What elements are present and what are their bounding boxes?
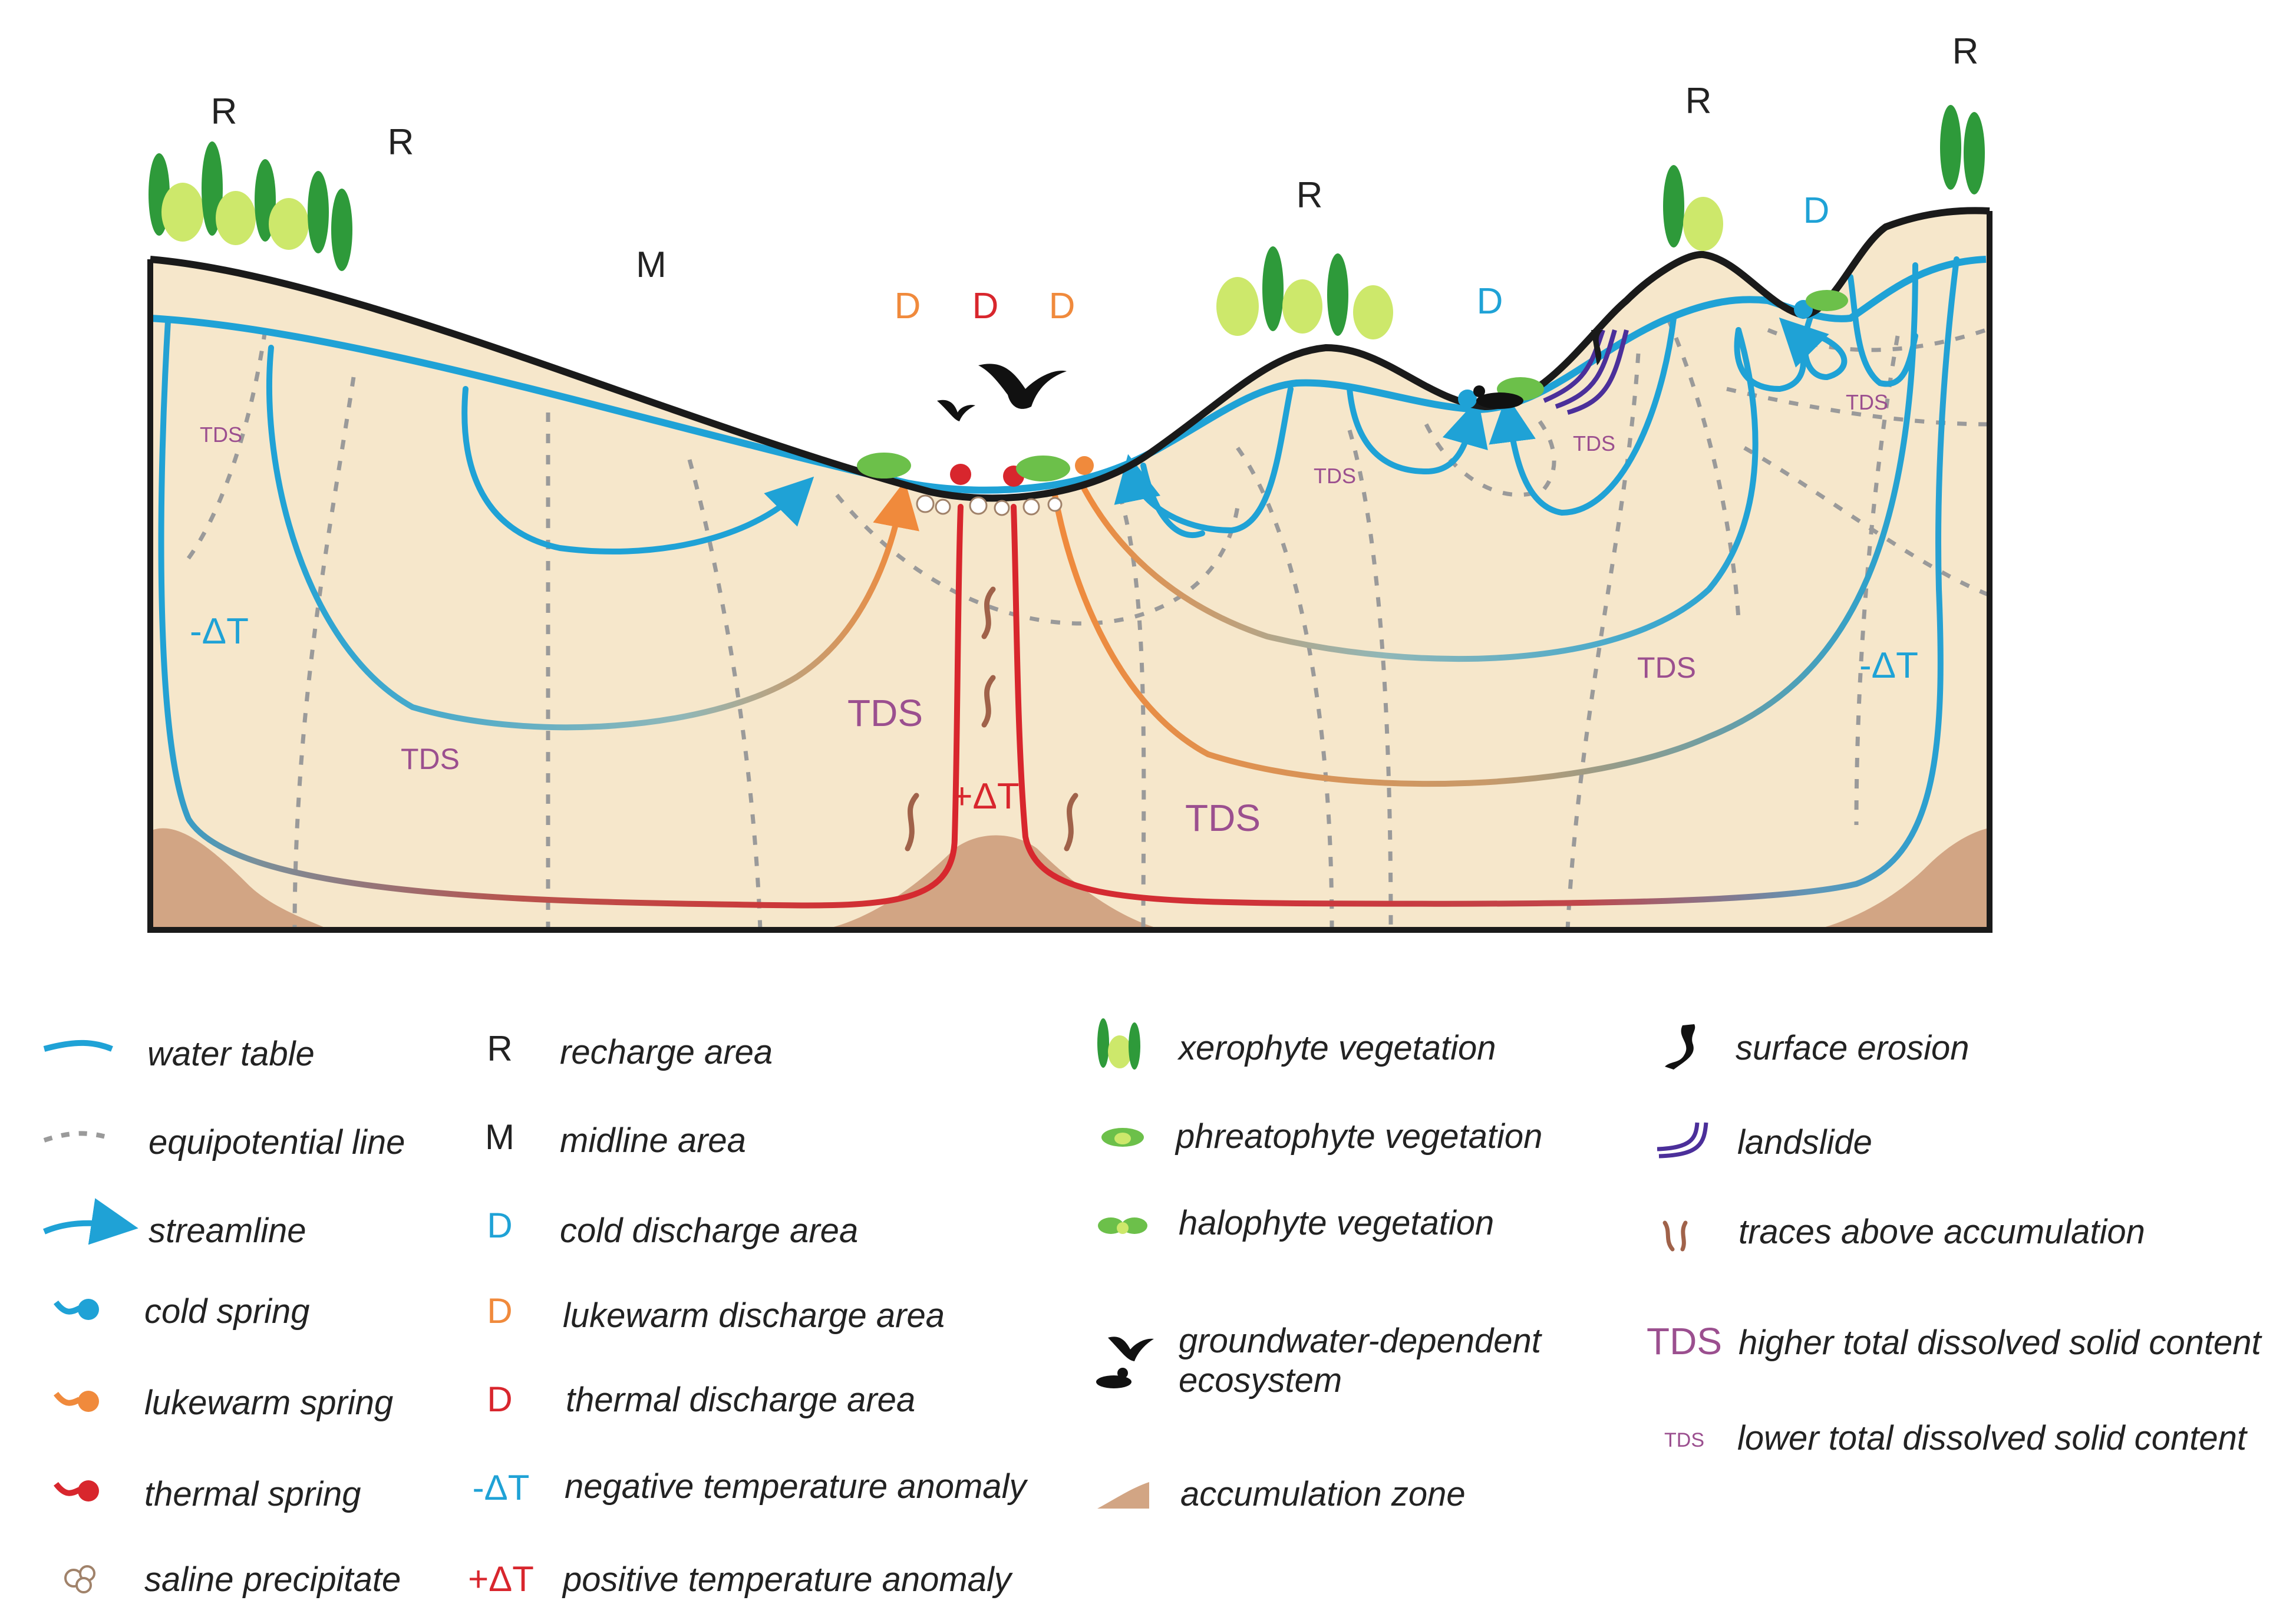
label-recharge-2: R [388,122,414,163]
legend-symbol-cold-discharge: D [487,1206,512,1245]
label-discharge-cold-1: D [1477,281,1503,322]
traces-above-accumulation [905,586,1078,852]
xerophyte-grove-left [149,141,352,271]
legend-label-phreatophyte: phreatophyte vegetation [1175,1117,1542,1156]
legend-label-recharge: recharge area [560,1033,773,1071]
thermal-spring-1 [950,464,971,485]
legend-label-gde: groundwater-dependent [1179,1322,1543,1360]
tds-small-4: TDS [1846,390,1888,414]
legend-label-accumulation: accumulation zone [1180,1475,1466,1513]
label-recharge-4: R [1685,81,1712,121]
saline-precipitate-icon [64,1565,95,1593]
gde-icon [1096,1336,1154,1388]
section-frame [147,211,1992,933]
tds-labels: TDS TDS TDS TDS TDS TDS TDS TDS [200,390,1888,839]
gde-bird [937,364,1067,421]
legend: water table equipotential line streamlin… [43,1018,2263,1599]
accumulation-zone-left [150,828,330,930]
accumulation-zone-center [822,835,1164,930]
legend-label-landslide: landslide [1737,1123,1872,1161]
label-discharge-lukewarm-2: D [1049,286,1076,326]
legend-symbol-pos-anomaly: +ΔT [468,1559,534,1599]
cross-section: R R M R R R D D D D D -ΔT -ΔT +ΔT TDS TD… [147,31,1992,933]
equipotential-line-icon [43,1131,113,1143]
cold-spring-icon [54,1299,99,1320]
legend-symbol-thermal-discharge: D [487,1380,512,1419]
tds-large-2: TDS [1185,797,1261,839]
landslide-feature [1543,329,1629,415]
legend-label-xerophyte: xerophyte vegetation [1177,1029,1496,1067]
legend-col3: xerophyte vegetation phreatophyte vegeta… [1096,1018,1543,1513]
lukewarm-spring-1 [1075,456,1094,475]
legend-label-pos-anomaly: positive temperature anomaly [562,1560,1013,1599]
legend-label-water-table: water table [147,1035,315,1073]
equipotential-lines [181,317,1991,930]
surface-erosion-feature [1591,330,1603,365]
legend-col1: water table equipotential line streamlin… [43,1035,405,1599]
traces-icon [1662,1220,1688,1252]
legend-label-gde-2: ecosystem [1179,1361,1342,1400]
legend-symbol-midline: M [485,1117,514,1157]
label-pos-anomaly: +ΔT [951,776,1020,817]
label-neg-anomaly-left: -ΔT [190,611,249,652]
halophyte-vegetation-icon [1098,1217,1147,1234]
accumulation-zone-icon [1097,1482,1149,1509]
legend-symbol-recharge: R [487,1029,512,1068]
legend-label-lukewarm-spring: lukewarm spring [144,1384,393,1422]
tds-small-1: TDS [200,423,242,447]
phreatophyte-vegetation-icon [1101,1128,1144,1147]
accumulation-zone-right [1815,828,1990,930]
legend-symbol-tds-high: TDS [1647,1320,1722,1362]
legend-label-tds-low: lower total dissolved solid content [1737,1419,2248,1457]
streamlines [158,256,1959,909]
label-recharge-3: R [1297,175,1323,216]
label-midline: M [636,245,667,285]
xerophyte-grove-right [1663,105,1985,251]
legend-label-traces: traces above accumulation [1739,1213,2145,1251]
legend-label-equipotential: equipotential line [149,1123,405,1161]
tds-medium-1: TDS [401,742,460,776]
tds-large-1: TDS [847,692,923,734]
legend-symbol-lukewarm-discharge: D [487,1291,512,1331]
legend-label-midline: midline area [560,1121,746,1160]
legend-label-neg-anomaly: negative temperature anomaly [565,1467,1028,1506]
label-recharge-5: R [1952,31,1979,72]
tds-medium-2: TDS [1637,651,1696,684]
streamline-icon [43,1198,138,1245]
label-neg-anomaly-right: -ΔT [1859,645,1918,686]
legend-label-cold-discharge: cold discharge area [560,1212,858,1250]
tds-small-3: TDS [1573,431,1615,456]
legend-label-thermal-spring: thermal spring [144,1475,361,1513]
surface-erosion-icon [1665,1024,1695,1070]
legend-label-tds-high: higher total dissolved solid content [1739,1324,2263,1362]
cold-spring-1 [1458,390,1477,408]
legend-label-streamline: streamline [149,1212,306,1250]
lukewarm-spring-icon [54,1391,99,1412]
legend-label-cold-spring: cold spring [144,1292,309,1331]
legend-label-surface-erosion: surface erosion [1736,1029,1970,1067]
label-discharge-lukewarm-1: D [895,286,921,326]
label-discharge-cold-2: D [1803,190,1830,231]
tds-small-2: TDS [1314,464,1356,488]
saline-precipitate-cluster [916,494,1063,516]
legend-label-halophyte: halophyte vegetation [1179,1204,1494,1242]
thermal-spring-icon [54,1480,99,1502]
legend-label-lukewarm-discharge: lukewarm discharge area [563,1296,945,1335]
water-table-icon [43,1040,113,1052]
legend-col4: surface erosion landslide traces above a… [1647,1024,2263,1457]
gde-duck [1473,385,1523,409]
legend-label-saline: saline precipitate [144,1560,401,1599]
landslide-icon [1657,1122,1708,1159]
legend-col2: R recharge area M midline area D cold di… [468,1029,1028,1599]
label-recharge-1: R [211,91,237,132]
legend-label-thermal-discharge: thermal discharge area [566,1381,915,1419]
label-discharge-thermal: D [972,286,999,326]
legend-symbol-tds-low: TDS [1664,1429,1704,1451]
xerophyte-grove-mid [1216,246,1393,339]
xerophyte-vegetation-icon [1097,1018,1140,1070]
legend-symbol-neg-anomaly: -ΔT [473,1468,530,1507]
diagram-labels: R R M R R R D D D D D -ΔT -ΔT +ΔT [190,31,1978,817]
